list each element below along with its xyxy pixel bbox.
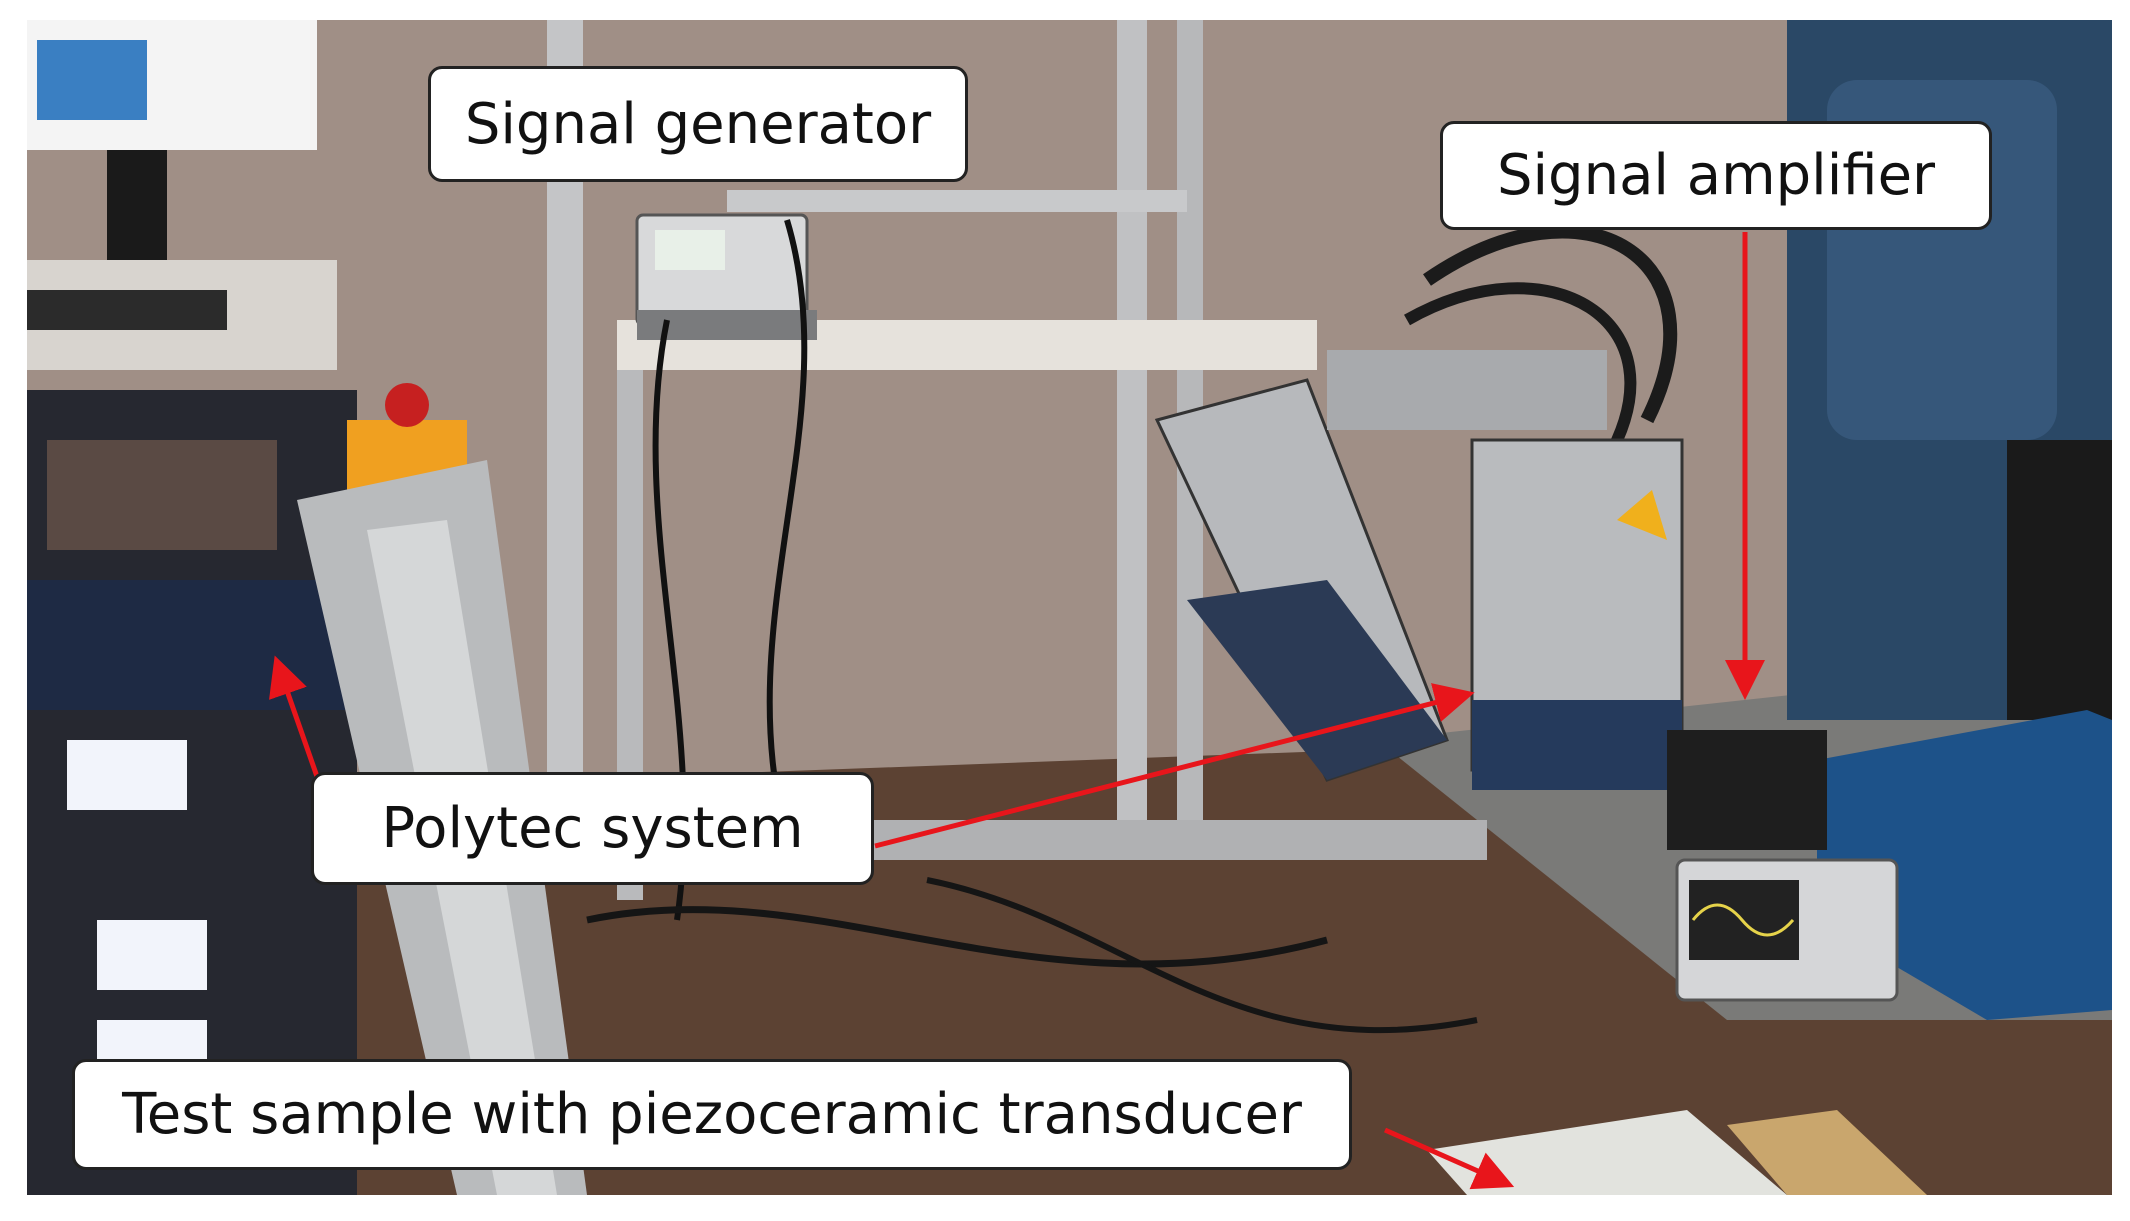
signal-amplifier-label: Signal amplifier (1440, 121, 1992, 230)
polytec-system-label: Polytec system (311, 772, 874, 885)
test-sample-label: Test sample with piezoceramic transducer (72, 1059, 1352, 1170)
signal-generator-label: Signal generator (428, 66, 968, 182)
